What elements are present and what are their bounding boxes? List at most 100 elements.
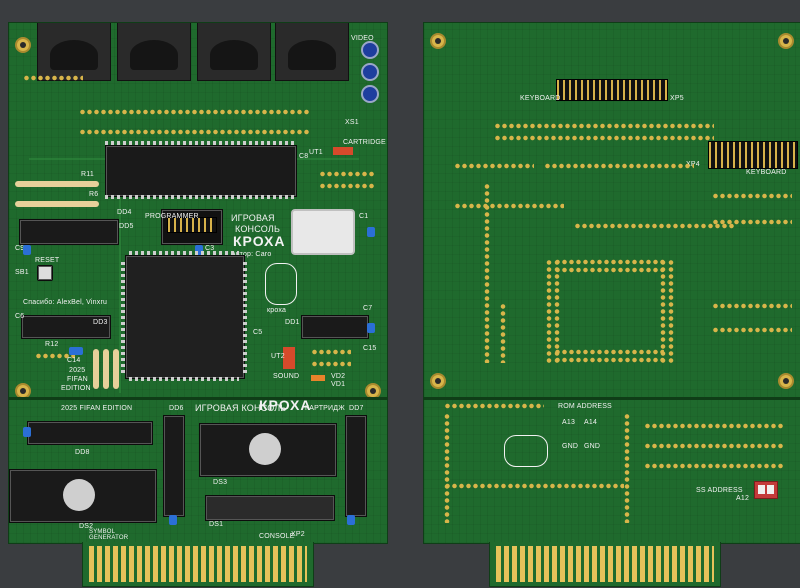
pin-row [574, 223, 734, 229]
back-pcb: KEYBOARD XP5 XP4 KEYBOARD ROM ADDRESS A1… [423, 22, 800, 544]
cpu-pads [660, 259, 666, 363]
mount-hole [430, 373, 446, 389]
diode [311, 375, 325, 381]
regulator [283, 347, 295, 369]
label-dd8: DD8 [75, 449, 90, 456]
keyboard-header-xp5 [556, 79, 668, 101]
label-reset: RESET [35, 257, 60, 264]
label-vd2: VD2 [331, 373, 346, 380]
mascot-logo-back [504, 435, 548, 467]
cart-word: КАРТРИДЖ [305, 405, 345, 412]
capacitor [23, 245, 31, 255]
cart-title-big: КРОХА [259, 397, 312, 413]
electrolytic-capacitor [361, 41, 379, 59]
label-xp5: XP5 [670, 95, 684, 102]
label-xs1: XS1 [345, 119, 359, 126]
capacitor [195, 245, 203, 255]
thanks-text: Спасибо: AlexBel, Vinxru [23, 299, 108, 306]
label-dd5: DD5 [119, 223, 134, 230]
pin-column [624, 413, 630, 523]
resistor [113, 349, 119, 389]
chip-pins [243, 259, 247, 373]
label-dd3: DD3 [93, 319, 108, 326]
front-pcb: VIDEO XS1 R11 R6 CARTRIDGE UT1 C8 DD4 DD… [8, 22, 388, 544]
resistor-array [311, 349, 351, 355]
pin-row [644, 443, 784, 449]
chip-pins [129, 251, 239, 255]
gold-fingers [89, 546, 307, 582]
title-line1: ИГРОВАЯ [231, 213, 275, 223]
board-split [9, 397, 387, 400]
cart-edition: 2025 FIFAN EDITION [61, 405, 133, 412]
label-keyboard-right: KEYBOARD [746, 169, 787, 176]
label-c15: C15 [363, 345, 377, 352]
mount-hole [15, 37, 31, 53]
label-ss-address: SS ADDRESS [696, 487, 743, 494]
chip-dd7 [345, 415, 367, 517]
cpu-pads [668, 259, 674, 363]
label-a14: A14 [584, 419, 598, 426]
capacitor [23, 427, 31, 437]
pin-column [444, 413, 450, 523]
label-gnd-2: GND [584, 443, 601, 450]
cart-title-small: ИГРОВАЯ КОНСОЛЬ [195, 403, 287, 413]
label-symbol-gen: SYMBOL GENERATOR [89, 529, 129, 541]
capacitor [169, 515, 177, 525]
label-c9: C9 [15, 245, 25, 252]
resistor-pads [35, 353, 75, 359]
smd-component [333, 147, 353, 155]
label-c8: C8 [299, 153, 309, 160]
label-dd7: DD7 [349, 405, 364, 412]
pin-row [494, 135, 714, 141]
electrolytic-capacitor [361, 85, 379, 103]
pin-row [444, 483, 624, 489]
eprom-window [63, 479, 95, 511]
crystal-oscillator [291, 209, 355, 255]
cpu-pads [554, 357, 664, 363]
cpu-pads [554, 349, 664, 355]
pin-row [712, 193, 792, 199]
pin-row [644, 463, 784, 469]
pin-row [644, 423, 784, 429]
label-ut1: UT1 [309, 149, 323, 156]
cpu-pads [554, 259, 560, 363]
pin-column [484, 183, 490, 363]
chip-dd2 [105, 145, 297, 197]
chip-dd8 [27, 421, 153, 445]
chip-pins [121, 259, 125, 373]
label-a13: A13 [562, 419, 576, 426]
mount-hole [778, 373, 794, 389]
cpu-pads [546, 259, 552, 363]
author-text: Автор: Caro [231, 251, 272, 258]
label-ds1: DS1 [209, 521, 224, 528]
label-dd1: DD1 [285, 319, 300, 326]
resistor-array [319, 171, 375, 177]
board-split [424, 397, 800, 400]
label-xp2: XP2 [291, 531, 305, 538]
label-r11: R11 [81, 171, 94, 178]
reset-button[interactable] [37, 265, 53, 281]
pin-row [79, 129, 309, 135]
header-pins [167, 217, 217, 233]
chip-pins [105, 195, 295, 199]
capacitor [367, 323, 375, 333]
label-c7: C7 [363, 305, 373, 312]
eprom-window [249, 433, 281, 465]
label-c6: C6 [15, 313, 25, 320]
resistor-array [311, 361, 351, 367]
label-r12: R12 [45, 341, 59, 348]
din-connector [197, 23, 271, 81]
label-sb1: SB1 [15, 269, 29, 276]
chip-pins [105, 141, 295, 145]
chip-pins [129, 377, 239, 381]
mascot-logo [265, 263, 297, 305]
edition-name: FIFAN [67, 376, 88, 383]
label-c1: C1 [359, 213, 369, 220]
resistor [15, 201, 99, 207]
resistor [93, 349, 99, 389]
label-vd1: VD1 [331, 381, 346, 388]
label-dd4: DD4 [117, 209, 132, 216]
cpu-pads [554, 259, 664, 265]
dip-switch[interactable] [754, 481, 778, 499]
mount-hole [778, 33, 794, 49]
